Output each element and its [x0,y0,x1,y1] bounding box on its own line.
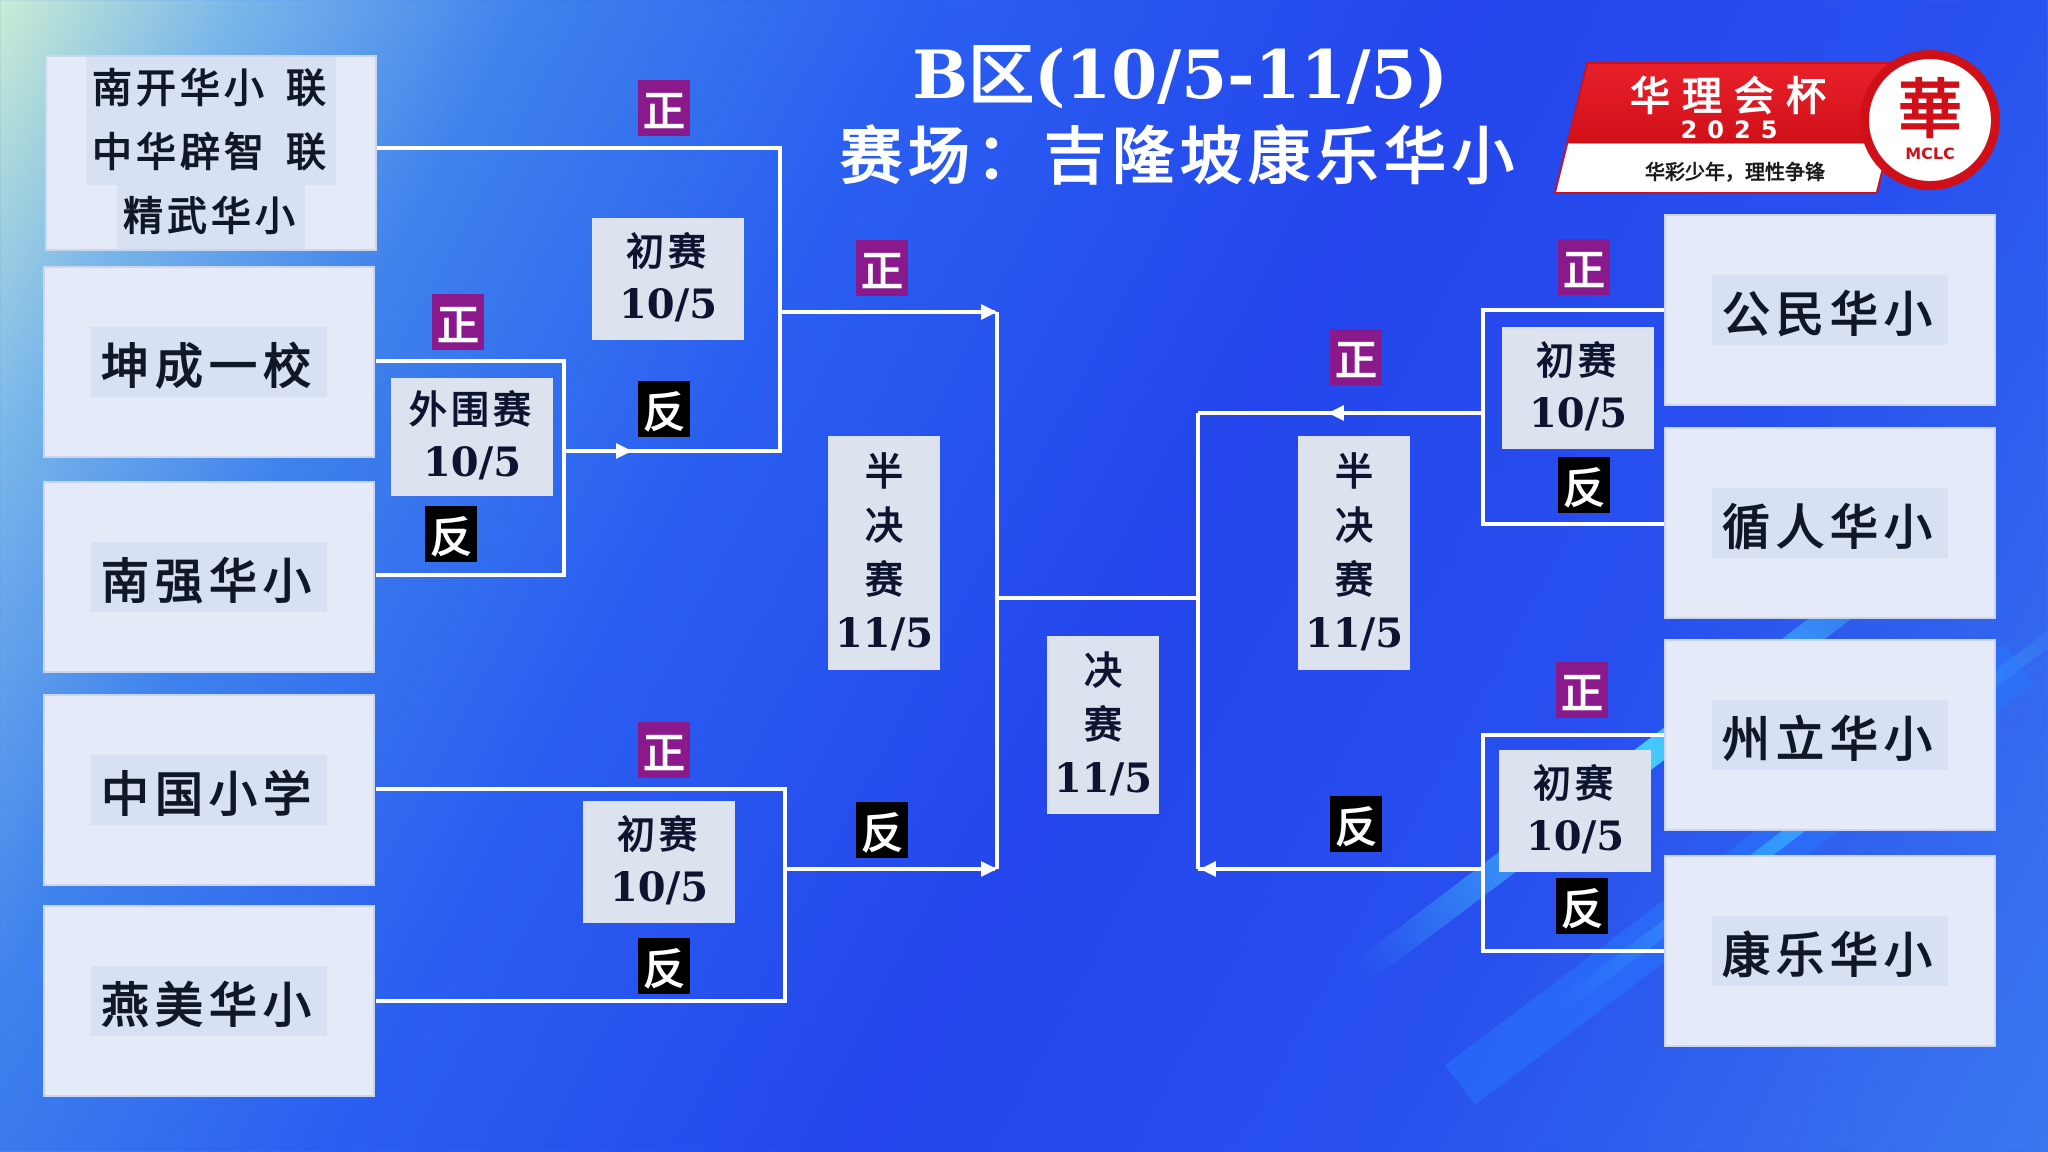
round-date: 11/5 [1304,610,1404,657]
round-box-prelim-left-top: 初赛 10/5 [592,218,744,340]
team-name: 州立华小 [1711,700,1948,770]
fan-badge: 反 [425,506,477,562]
fan-badge: 反 [1556,878,1608,934]
team-name: 坤成一校 [90,327,327,397]
team-name: 南开华小 联 [86,57,336,121]
round-date: 10/5 [1525,813,1625,860]
zheng-badge: 正 [1330,329,1382,385]
zheng-badge: 正 [1556,662,1608,718]
venue-subtitle: 赛场：吉隆坡康乐华小 [839,120,1520,193]
round-date: 10/5 [422,439,522,486]
round-date: 10/5 [609,864,709,911]
round-box-prelim-left-bottom: 初赛 10/5 [583,801,735,923]
round-name: 外围赛 [408,387,535,432]
team-name: 中华辟智 联 [86,121,336,185]
team-box-left-5: 燕美华小 [43,905,375,1097]
mclc-emblem-icon: 華 MCLC [1860,50,2000,190]
round-date: 11/5 [834,610,934,657]
emblem-abbr: MCLC [1905,143,1955,163]
emblem-char: 華 [1898,72,1962,148]
round-date: 11/5 [1053,755,1153,802]
round-name-char: 半 [864,449,903,494]
team-box-left-3: 南强华小 [43,481,375,673]
team-name: 燕美华小 [90,966,327,1036]
team-box-right-1: 公民华小 [1664,214,1996,406]
fan-badge: 反 [1330,796,1382,852]
logo-slogan: 华彩少年，理性争锋 [1645,160,1825,184]
team-name: 循人华小 [1711,488,1948,558]
round-name: 初赛 [1532,761,1617,806]
round-box-prelim-right-top: 初赛 10/5 [1502,327,1654,449]
team-box-right-4: 康乐华小 [1664,855,1996,1047]
round-name: 初赛 [616,812,701,857]
round-name-char: 决 [1334,503,1373,548]
fan-badge: 反 [638,381,690,437]
zheng-badge: 正 [638,80,690,136]
fan-badge: 反 [856,802,908,858]
zheng-badge: 正 [1558,239,1610,295]
fan-badge: 反 [1558,457,1610,513]
team-name: 精武华小 [117,185,305,249]
zheng-badge: 正 [638,722,690,778]
round-name-char: 决 [1083,648,1122,693]
event-logo: 华理会杯 2025 华彩少年，理性争锋 華 MCLC [1553,50,2000,200]
round-name-char: 半 [1334,449,1373,494]
fan-badge: 反 [638,938,690,994]
team-box-right-2: 循人华小 [1664,427,1996,619]
round-name: 初赛 [1535,338,1620,383]
team-name: 南强华小 [90,542,327,612]
round-box-prelim-right-bottom: 初赛 10/5 [1499,750,1651,872]
zheng-badge: 正 [856,240,908,296]
team-box-left-2: 坤成一校 [43,266,375,458]
page-title: B区(10/5-11/5) [912,36,1448,114]
round-box-semi-left: 半 决 赛 11/5 [828,436,940,670]
zheng-badge: 正 [432,294,484,350]
team-name: 公民华小 [1711,275,1948,345]
round-box-semi-right: 半 决 赛 11/5 [1298,436,1410,670]
round-box-outer: 外围赛 10/5 [391,378,553,496]
round-name: 初赛 [625,229,710,274]
round-name-char: 赛 [864,557,903,602]
team-box-right-3: 州立华小 [1664,639,1996,831]
team-name: 中国小学 [90,755,327,825]
team-box-left-1: 南开华小 联 中华辟智 联 精武华小 [45,55,377,251]
round-date: 10/5 [618,281,718,328]
team-name: 康乐华小 [1711,916,1948,986]
team-box-left-4: 中国小学 [43,694,375,886]
round-name-char: 赛 [1083,702,1122,747]
round-name-char: 决 [864,503,903,548]
logo-year: 2025 [1680,116,1788,144]
logo-name: 华理会杯 [1630,73,1838,120]
round-box-final: 决 赛 11/5 [1047,636,1159,814]
round-date: 10/5 [1528,390,1628,437]
round-name-char: 赛 [1334,557,1373,602]
